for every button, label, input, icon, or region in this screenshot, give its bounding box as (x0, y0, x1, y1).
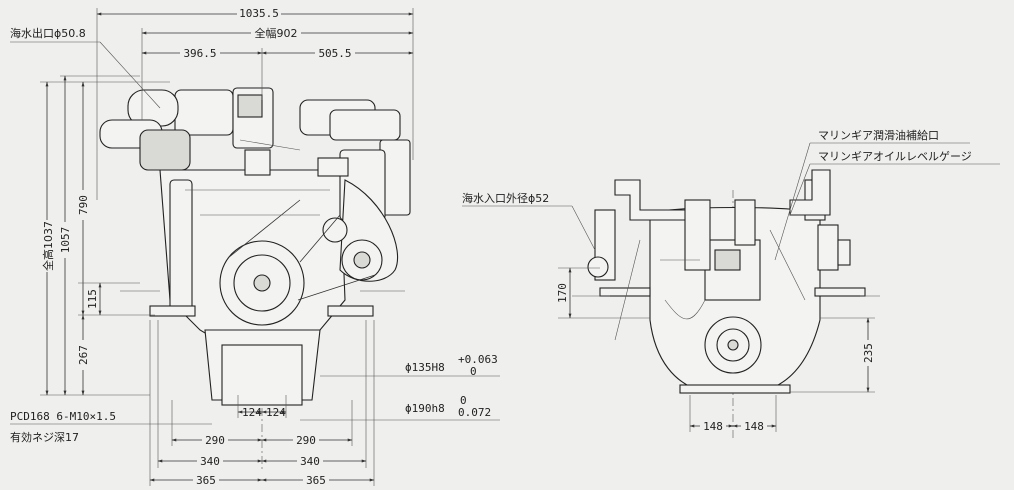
dim-right-half: 505.5 (318, 47, 351, 60)
dim-290-left: 290 (205, 434, 225, 447)
tol-135-base: ϕ135H8 (405, 361, 445, 374)
label-seawater-outlet: 海水出口ϕ50.8 (10, 26, 86, 40)
dim-full-width: 全幅902 (255, 26, 298, 40)
label-thread-depth: 有効ネジ深17 (10, 430, 79, 444)
dim-170: 170 (556, 283, 569, 303)
dim-height-790: 790 (77, 195, 90, 215)
label-seawater-inlet: 海水入口外径ϕ52 (462, 191, 549, 205)
dim-overall-length: 1035.5 (239, 7, 279, 20)
tol-190-upper: 0 (460, 394, 467, 407)
dim-height-1057: 1057 (59, 227, 72, 254)
pcd-callout: PCD168 6-M10×1.5 有効ネジ深17 (10, 410, 212, 444)
vertical-dimensions: 全高1037 1057 790 115 267 (38, 75, 170, 396)
tol-135-upper: +0.063 (458, 353, 498, 366)
tol-190-base: ϕ190h8 (405, 402, 445, 415)
dim-235: 235 (862, 343, 875, 363)
dim-overall-height: 全高1037 (41, 221, 55, 271)
label-marine-gear-gauge: マリンギアオイルレベルゲージ (818, 150, 972, 163)
label-pcd: PCD168 6-M10×1.5 (10, 410, 116, 423)
rear-view-dimensions: 170 235 148 148 (556, 267, 876, 433)
rear-view-callouts: マリンギア潤滑油補給口 マリンギアオイルレベルゲージ 海水入口外径ϕ52 (462, 128, 1000, 261)
dim-148-left: 148 (703, 420, 723, 433)
dim-height-115: 115 (86, 289, 99, 309)
dim-340-left: 340 (200, 455, 220, 468)
bottom-dimensions: 124 124 290 290 340 340 365 365 (149, 320, 375, 487)
seawater-outlet-callout: 海水出口ϕ50.8 (10, 26, 161, 109)
dim-365-right: 365 (306, 474, 326, 487)
dim-124-right: 124 (266, 406, 286, 419)
dim-290-right: 290 (296, 434, 316, 447)
label-marine-gear-fill: マリンギア潤滑油補給口 (818, 128, 939, 142)
rear-view-engine (572, 169, 880, 440)
dim-148-right: 148 (744, 420, 764, 433)
dim-340-right: 340 (300, 455, 320, 468)
dim-left-half: 396.5 (183, 47, 216, 60)
front-view-engine (99, 87, 411, 470)
tolerance-callouts: ϕ135H8 +0.063 0 ϕ190h8 0 0.072 (300, 353, 500, 421)
dim-124-left: 124 (242, 406, 262, 419)
tol-135-lower: 0 (470, 365, 477, 378)
dim-365-left: 365 (196, 474, 216, 487)
top-dimensions: 1035.5 全幅902 396.5 505.5 (96, 6, 414, 200)
tol-190-lower: 0.072 (458, 406, 491, 419)
dim-height-267: 267 (77, 345, 90, 365)
